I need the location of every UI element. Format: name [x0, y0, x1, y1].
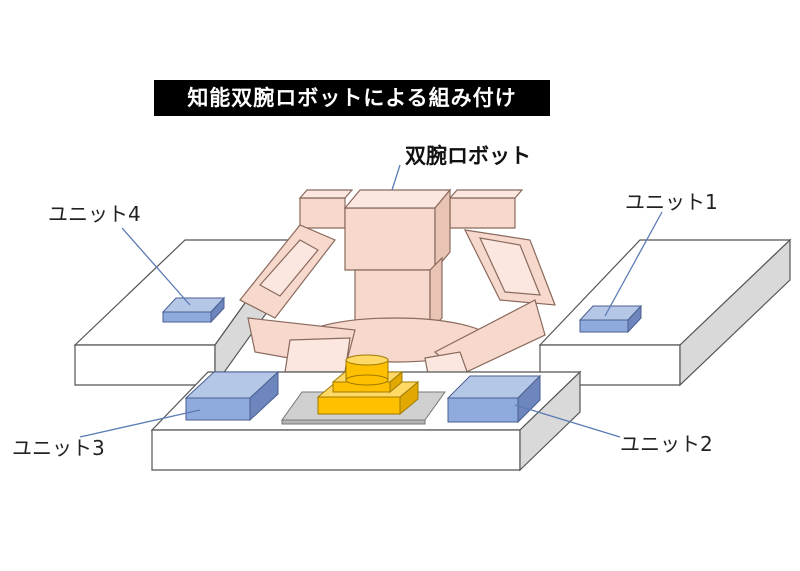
unit2-block [446, 374, 542, 424]
leader-unit4 [121, 227, 191, 306]
assembled-part [316, 354, 420, 416]
robot [239, 188, 556, 386]
leader-lines [79, 164, 663, 438]
leader-robot [391, 164, 401, 191]
leader-unit1 [604, 211, 663, 317]
leader-unit2 [514, 404, 621, 438]
unit4-block [161, 296, 226, 324]
unit4-label: ユニット4 [48, 202, 141, 226]
unit1-label: ユニット1 [625, 190, 718, 214]
table-right [538, 238, 792, 387]
unit2-label: ユニット2 [620, 432, 713, 456]
leader-unit3 [79, 409, 201, 438]
robot-label: 双腕ロボット [405, 144, 531, 168]
unit3-label: ユニット3 [12, 436, 105, 460]
unit3-block [184, 370, 280, 422]
unit1-block [578, 304, 643, 334]
title-banner: 知能双腕ロボットによる組み付け [154, 80, 550, 116]
